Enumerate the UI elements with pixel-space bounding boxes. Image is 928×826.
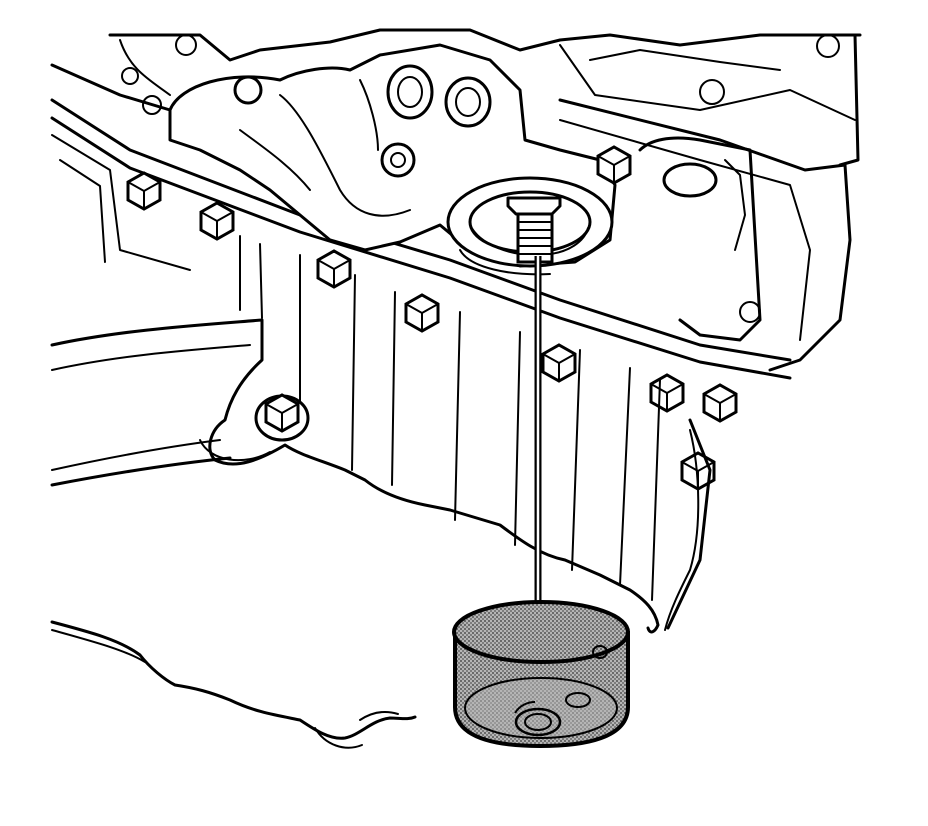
threaded-nipple-icon bbox=[506, 196, 562, 264]
hex-bolt-icon bbox=[541, 343, 577, 383]
hex-bolt-icon bbox=[404, 293, 440, 333]
hex-bolt-icon bbox=[596, 145, 632, 185]
oil-filter-icon bbox=[452, 600, 630, 749]
hex-bolt-icon bbox=[126, 171, 162, 211]
engine-block bbox=[50, 28, 862, 491]
hex-bolt-icon bbox=[316, 249, 352, 289]
oil-pan bbox=[50, 235, 712, 634]
hex-bolt-icon bbox=[649, 373, 685, 413]
hex-bolt-icon bbox=[702, 383, 738, 423]
hex-bolt-icon bbox=[199, 201, 235, 241]
drain-plug-bolt bbox=[254, 393, 310, 442]
gasket-outline bbox=[50, 620, 417, 740]
